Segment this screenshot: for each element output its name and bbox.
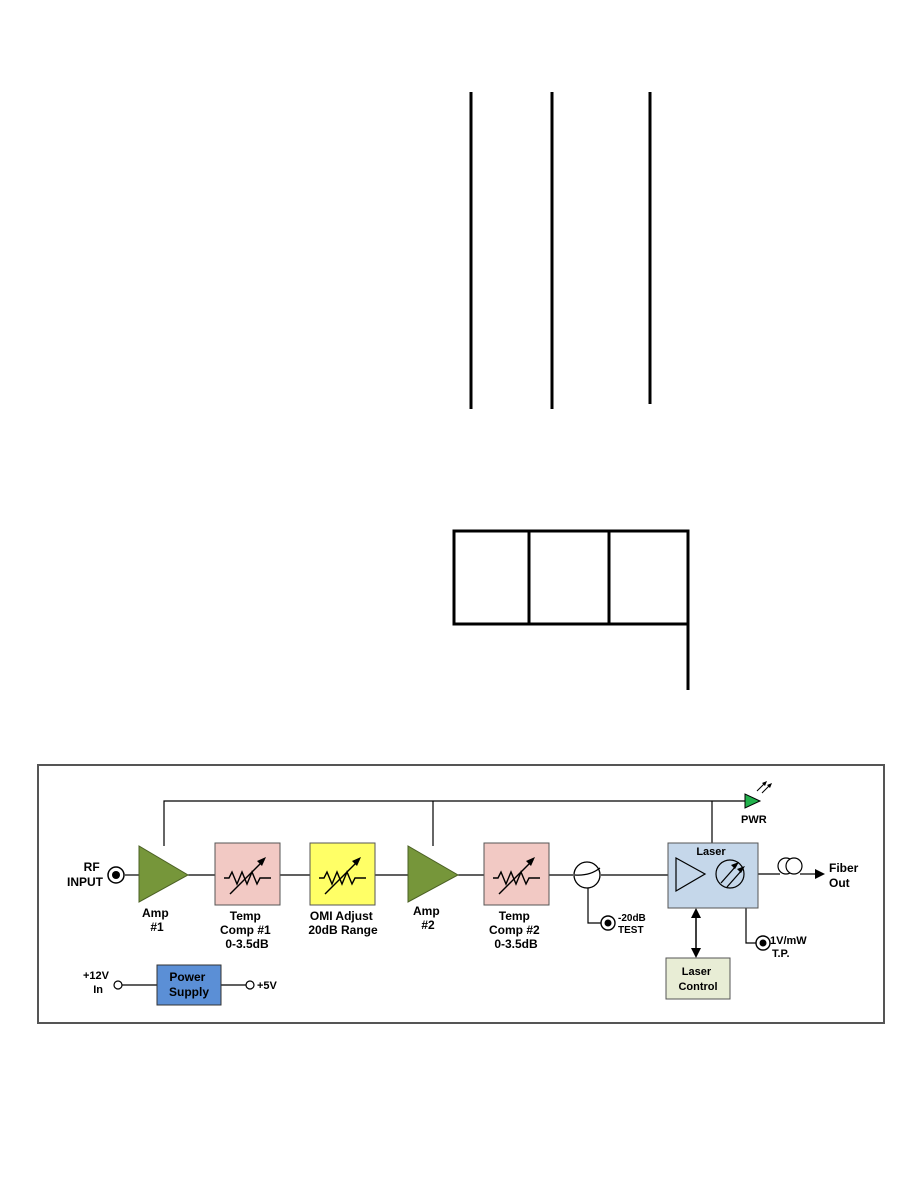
block-diagram: RF INPUT Amp #1 Temp Comp #1 0-3.5dB <box>37 764 885 1024</box>
power-supply-label: Power Supply <box>169 970 209 999</box>
fiber-out-label: Fiber Out <box>829 861 862 890</box>
temp-comp2-label: Temp Comp #2 0-3.5dB <box>489 909 543 951</box>
variable-attenuator-icon <box>319 859 366 895</box>
tp-label: 1V/mW T.P. <box>770 935 810 960</box>
omi-adjust-label: OMI Adjust 20dB Range <box>308 909 378 937</box>
variable-attenuator-icon <box>224 859 271 895</box>
test-port-label: -20dB TEST <box>618 913 649 936</box>
power-out-label: +5V <box>257 980 278 992</box>
box-cell-2 <box>527 529 611 626</box>
power-in-label: +12V In <box>83 970 112 996</box>
vertical-line-group <box>469 92 652 409</box>
temp-comp1-label: Temp Comp #1 0-3.5dB <box>220 909 274 951</box>
box-grid <box>452 529 690 690</box>
laser-control-arrow <box>691 908 701 958</box>
power-in-terminal-icon <box>113 980 123 990</box>
variable-attenuator-icon <box>493 859 540 895</box>
rf-input-connector-icon <box>107 866 125 884</box>
pwr-label: PWR <box>741 814 767 826</box>
rf-input-label: RF INPUT <box>67 860 104 889</box>
temp-comp2-block <box>483 842 550 906</box>
laser-driver-triangle-icon <box>675 856 707 893</box>
signal-lines <box>122 800 815 986</box>
box-cell-1 <box>452 529 531 626</box>
laser-diode-icon <box>715 859 745 889</box>
pwr-led-icon <box>744 793 762 809</box>
power-out-terminal-icon <box>245 980 255 990</box>
amp2-label: Amp #2 <box>413 904 443 932</box>
amp2-triangle-icon <box>407 845 460 903</box>
temp-comp1-block <box>214 842 281 906</box>
tp-connector-icon <box>755 935 771 951</box>
laser-control-block <box>665 957 731 1000</box>
power-supply-block <box>156 964 222 1006</box>
test-port-connector-icon <box>600 915 616 931</box>
amp1-triangle-icon <box>138 845 190 903</box>
fiber-coil-icon <box>777 857 803 875</box>
omi-adjust-block <box>309 842 376 906</box>
laser-control-label: Laser Control <box>678 966 717 993</box>
box-cell-3 <box>607 529 690 626</box>
coupler-icon <box>573 861 601 889</box>
amp1-label: Amp #1 <box>142 906 172 934</box>
laser-label: Laser <box>696 846 726 858</box>
